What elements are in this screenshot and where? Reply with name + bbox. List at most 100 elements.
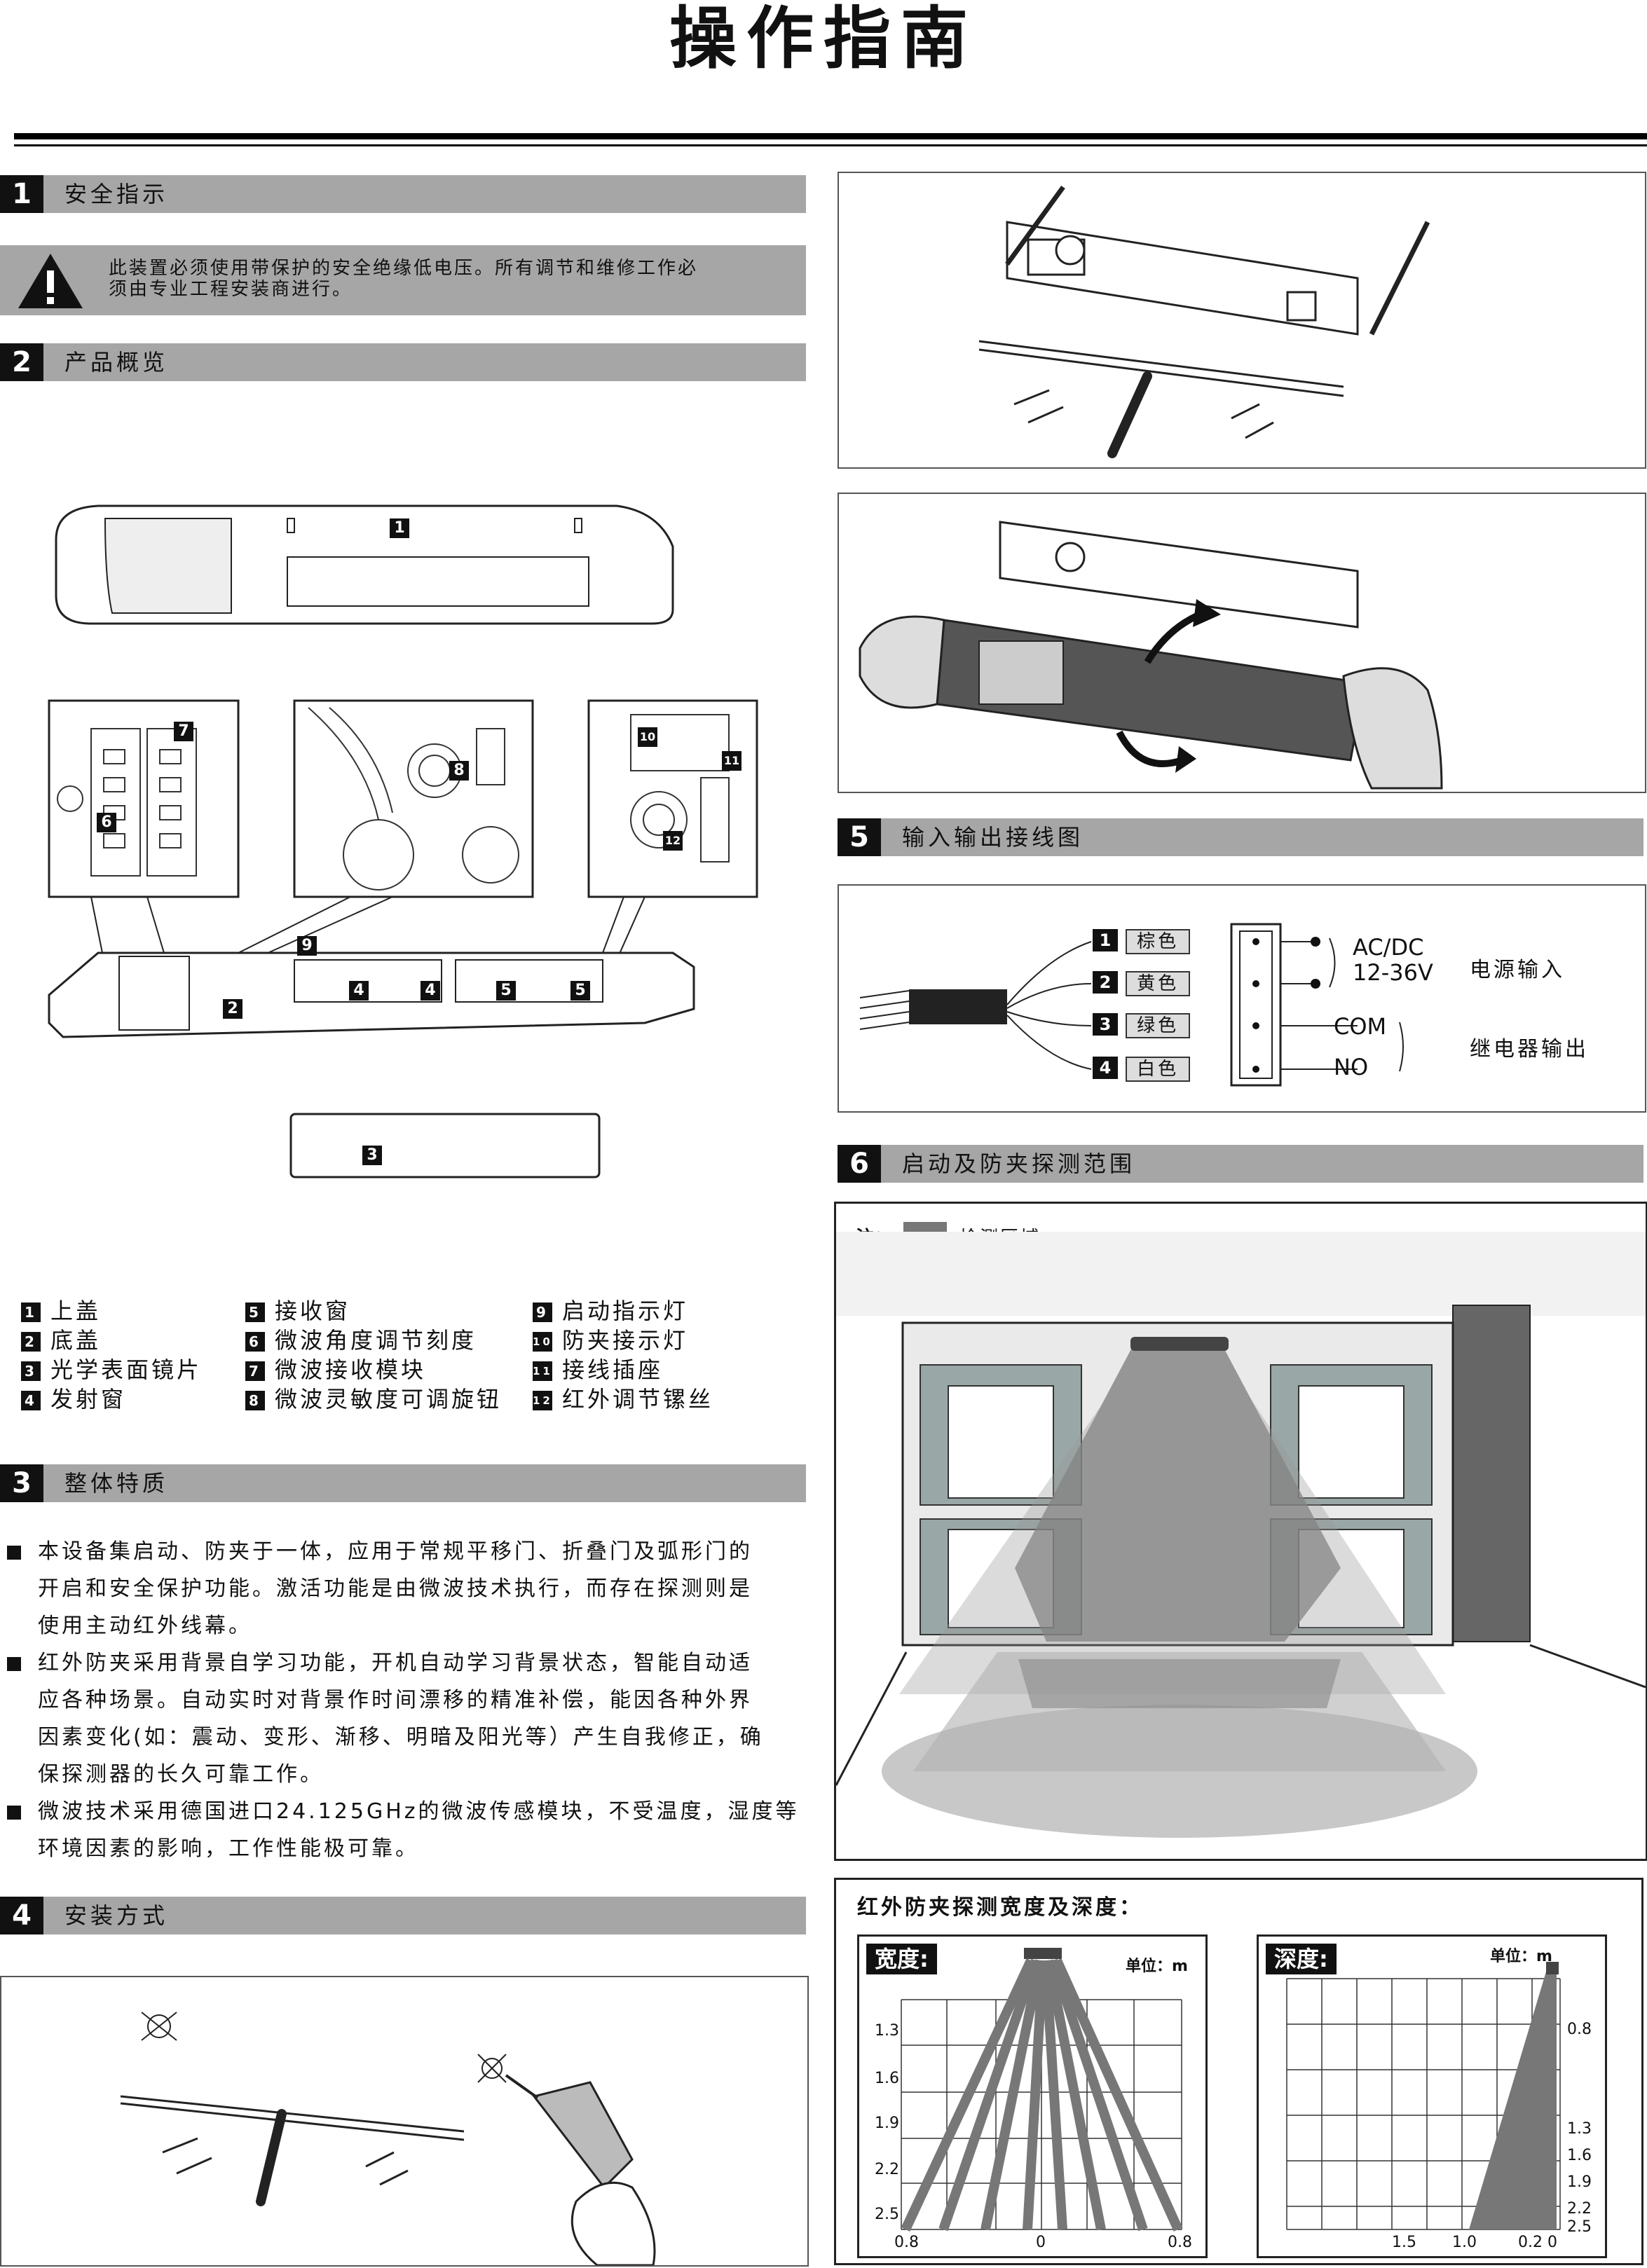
tag-7: 7: [174, 722, 193, 741]
feature-item: 红外防夹采用背景自学习功能，开机自动学习背景状态，智能自动适: [7, 1644, 813, 1682]
feature-item: 本设备集启动、防夹于一体，应用于常规平移门、折叠门及弧形门的: [7, 1533, 813, 1570]
depth-grid: [1286, 1962, 1561, 2230]
wire-color-label: 绿色: [1126, 1013, 1191, 1038]
y-tick: 0.8: [1567, 2021, 1592, 2038]
section-header-safety: 1 安全指示: [0, 175, 806, 213]
y-tick: 2.2: [875, 2161, 899, 2178]
y-tick: 2.2: [1567, 2200, 1592, 2218]
section-title: 输入输出接线图: [902, 824, 1084, 851]
section-title: 整体特质: [64, 1470, 169, 1497]
wire-color-label: 白色: [1126, 1057, 1191, 1082]
x-tick: 1.0: [1452, 2234, 1477, 2251]
relay-output-label: 继电器输出: [1470, 1037, 1589, 1061]
width-label: 宽度:: [866, 1944, 937, 1974]
depth-label: 深度:: [1266, 1944, 1337, 1974]
page-title: 操作指南: [669, 0, 978, 78]
wire-row: 3 绿色: [1093, 1013, 1191, 1038]
section-number: 5: [838, 818, 881, 856]
section-header-features: 3 整体特质: [0, 1464, 806, 1502]
width-chart: 宽度: 单位：m 1.3 1.6 1.9 2.2 2.5 0.8 0 0.8: [857, 1934, 1208, 2258]
cover-removal-figure: [838, 493, 1646, 793]
wire-number: 1: [1093, 929, 1118, 951]
unit-label: 单位：m: [1490, 1948, 1552, 1965]
wiring-lines: [859, 923, 1404, 1087]
y-tick: 2.5: [875, 2206, 899, 2223]
section-number: 2: [0, 343, 43, 381]
tag-1: 1: [390, 518, 409, 538]
feature-item: 微波技术采用德国进口24.125GHz的微波传感模块，不受温度，湿度等: [7, 1793, 813, 1830]
section-number: 3: [0, 1464, 43, 1502]
unit-label: 单位：m: [1126, 1958, 1188, 1975]
power-spec-line: 12-36V: [1353, 959, 1433, 986]
drill-icon: [505, 2074, 656, 2267]
x-tick: 1.5: [1392, 2234, 1416, 2251]
wire-number: 4: [1093, 1057, 1118, 1079]
wire-row: 1 棕色: [1093, 929, 1191, 954]
ir-title: 红外防夹探测宽度及深度：: [857, 1895, 1143, 1920]
screwdriver-illustration: [978, 185, 1430, 458]
section-header-installation: 4 安装方式: [0, 1897, 806, 1934]
power-spec-line: AC/DC: [1353, 934, 1424, 961]
x-tick: 0.8: [1168, 2234, 1192, 2251]
feature-line: 环境因素的影响，工作性能极可靠。: [38, 1836, 419, 1861]
wire-number: 3: [1093, 1013, 1118, 1036]
y-tick: 1.6: [1567, 2147, 1592, 2164]
sensor-icon: [1130, 1337, 1229, 1351]
warning-icon: [18, 254, 83, 308]
tag-4: 4: [349, 981, 369, 1001]
x-tick: 0.2: [1518, 2234, 1543, 2251]
width-grid: [901, 1948, 1183, 2232]
door-scene-illustration: [836, 1232, 1646, 1838]
title-rule-thick: [14, 133, 1647, 139]
power-spec: AC/DC 12-36V: [1353, 935, 1433, 985]
mounting-screwdriver-figure: [838, 172, 1646, 469]
y-tick: 1.3: [1567, 2120, 1592, 2138]
drilling-illustration: [120, 2012, 656, 2267]
section-title: 产品概览: [64, 349, 169, 376]
y-tick: 1.6: [875, 2070, 899, 2087]
bullet-icon: [7, 1805, 21, 1820]
relay-com-label: COM: [1334, 1013, 1387, 1040]
relay-no-label: NO: [1334, 1054, 1369, 1080]
section-title: 安全指示: [64, 181, 169, 207]
top-cover-illustration: [55, 504, 674, 625]
x-tick: 0: [1036, 2234, 1046, 2251]
feature-line: 使用主动红外线幕。: [38, 1614, 252, 1638]
tag-10: 10: [638, 727, 657, 747]
wire-row: 2 黄色: [1093, 971, 1191, 996]
power-input-label: 电源输入: [1470, 958, 1565, 982]
y-tick: 1.9: [1567, 2173, 1592, 2191]
tag-8: 8: [449, 761, 469, 781]
section-number: 6: [838, 1145, 881, 1183]
ir-detection-panel: 红外防夹探测宽度及深度： 宽度: 单位：m 1.3 1.6 1.9 2.2 2.…: [834, 1878, 1643, 2265]
feature-line: 保探测器的长久可靠工作。: [38, 1762, 324, 1787]
y-tick: 1.3: [875, 2022, 899, 2040]
cable-jacket: [909, 989, 1007, 1024]
tag-3: 3: [362, 1146, 382, 1165]
x-tick: 0: [1547, 2234, 1557, 2251]
detection-range-figure: 注： 检测区域: [834, 1202, 1647, 1861]
installation-drill-figure: [0, 1976, 809, 2267]
base-illustration: [48, 936, 695, 1038]
y-tick: 1.9: [875, 2115, 899, 2132]
section-number: 4: [0, 1897, 43, 1934]
lens-illustration: [289, 1113, 601, 1178]
tag-11: 11: [722, 751, 742, 771]
feature-line: 应各种场景。自动实时对背景作时间漂移的精准补偿，能因各种外界: [38, 1688, 753, 1712]
section-header-detection-range: 6 启动及防夹探测范围: [838, 1145, 1643, 1183]
bullet-icon: [7, 1656, 21, 1671]
warning-text: 此装置必须使用带保护的安全绝缘低电压。所有调节和维修工作必 须由专业工程安装商进…: [109, 258, 802, 300]
warning-line: 此装置必须使用带保护的安全绝缘低电压。所有调节和维修工作必: [109, 258, 699, 279]
section-header-wiring: 5 输入输出接线图: [838, 818, 1643, 856]
warning-banner: 此装置必须使用带保护的安全绝缘低电压。所有调节和维修工作必 须由专业工程安装商进…: [0, 245, 806, 315]
tag-2: 2: [223, 999, 242, 1019]
tag-12: 12: [663, 831, 683, 851]
